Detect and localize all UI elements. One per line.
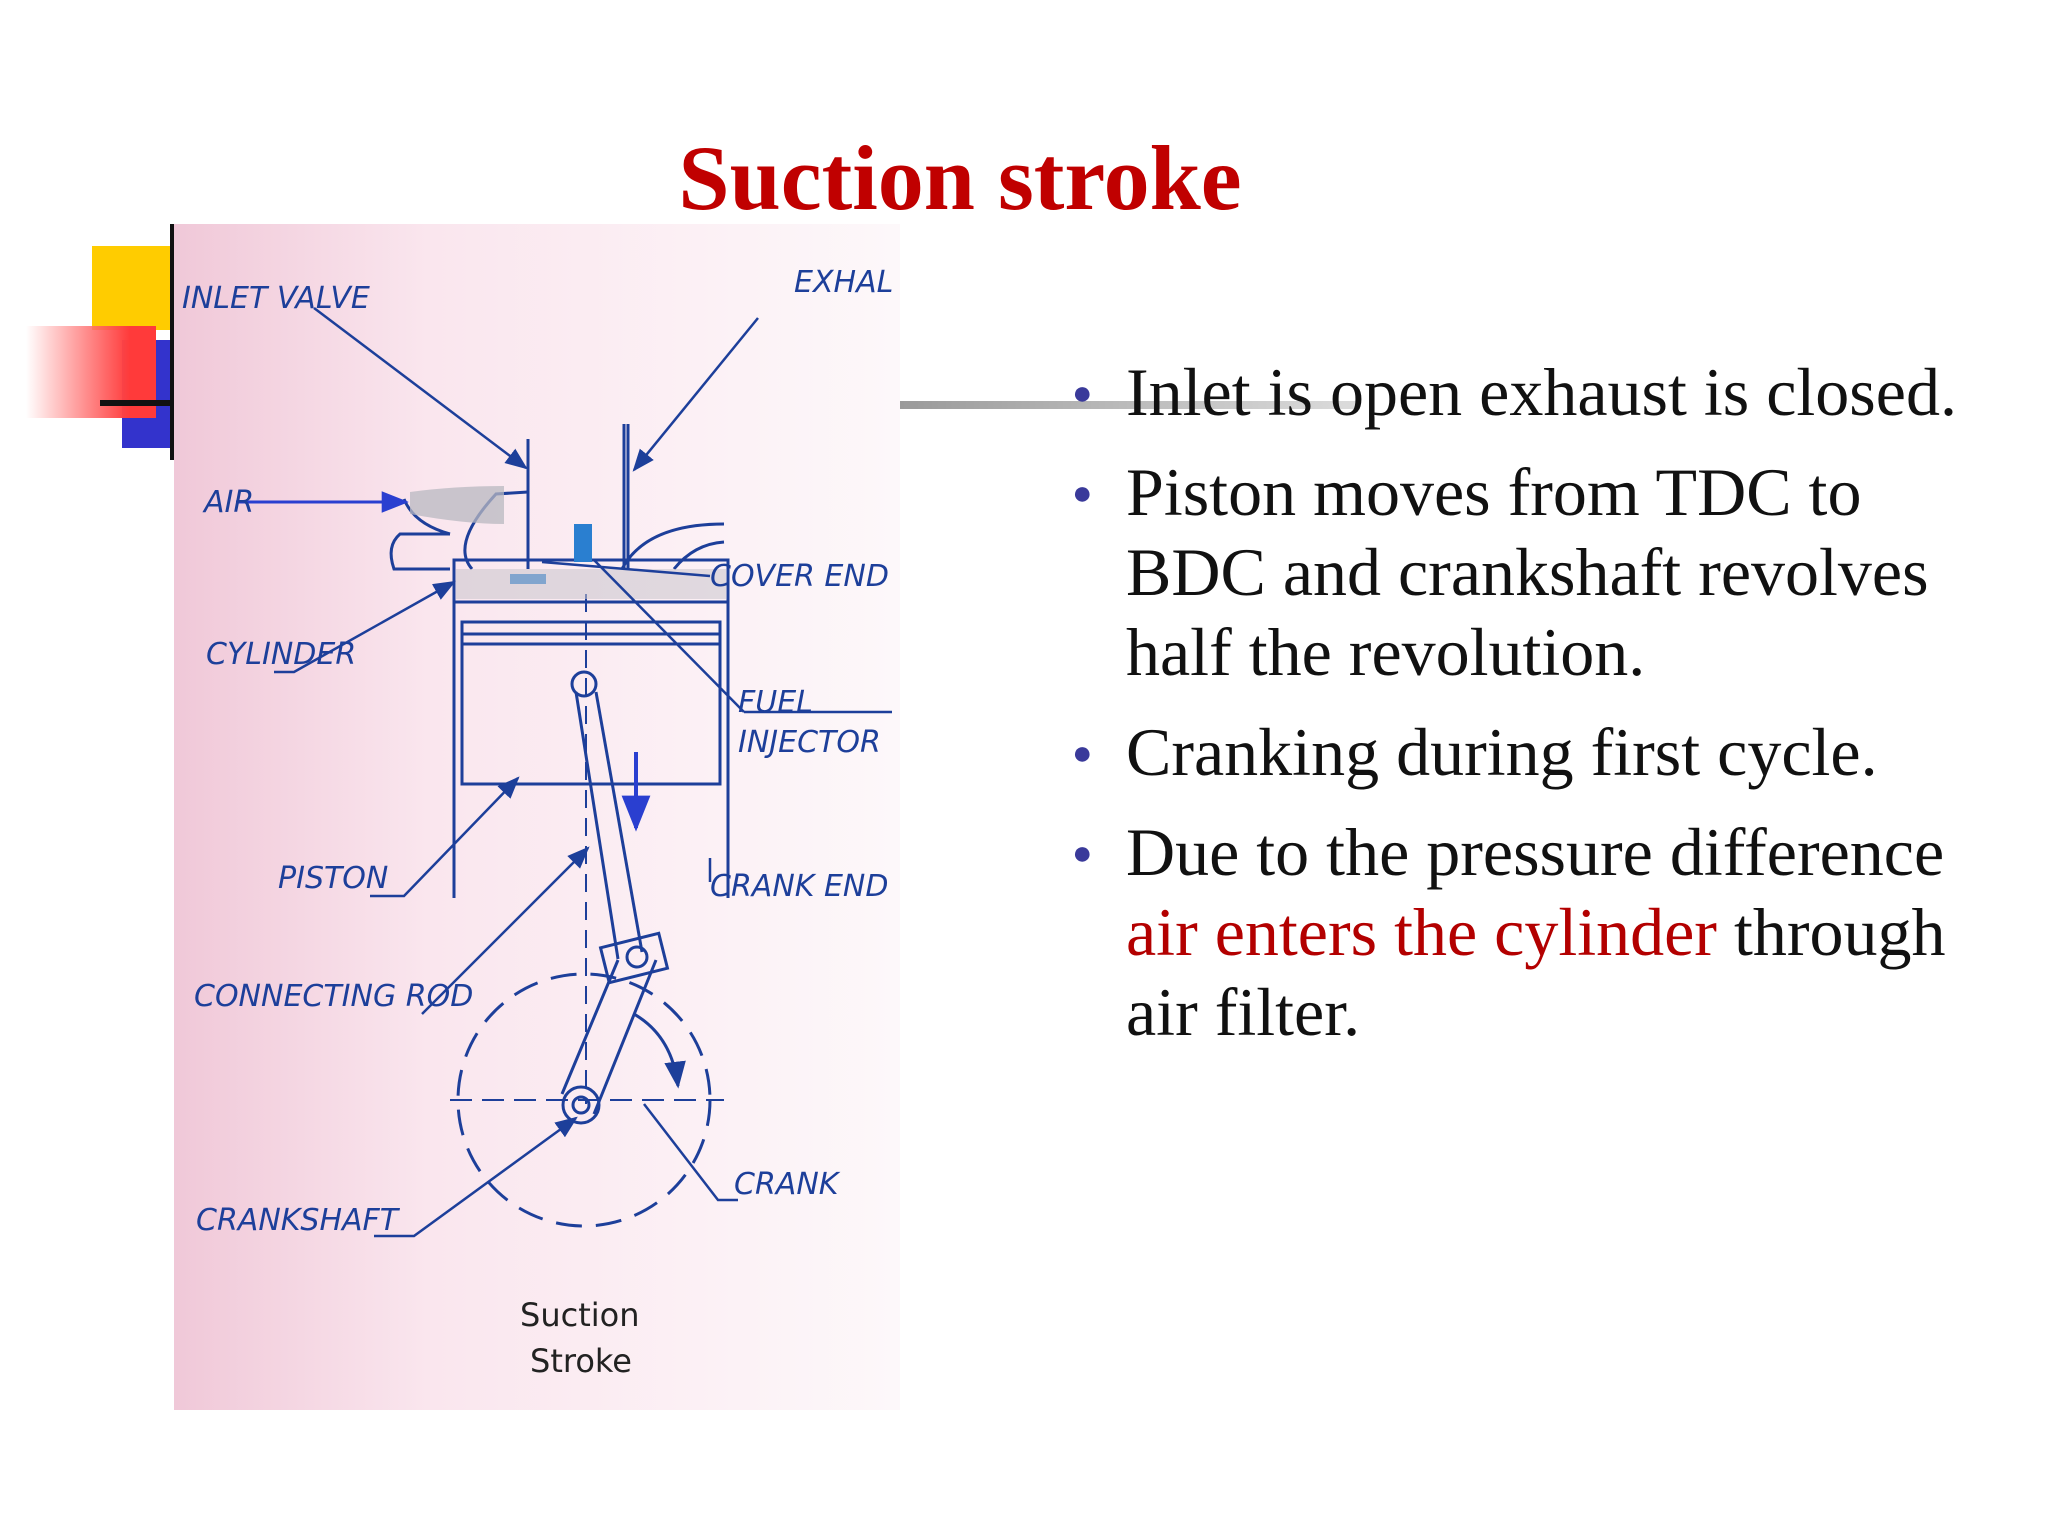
label-cylinder: CYLINDER <box>206 637 356 672</box>
label-injector: INJECTOR <box>738 725 881 760</box>
suction-stroke-diagram: INLET VALVE EXHAL AIR COVER END CYLINDER… <box>174 224 900 1410</box>
label-crankshaft: CRANKSHAFT <box>196 1203 401 1238</box>
bullet-dot-icon: ● <box>1072 735 1093 772</box>
bullet-text-post: through air filter. <box>1126 894 1946 1050</box>
label-air: AIR <box>202 485 254 520</box>
bullet-text-pre: Due to the pressure difference <box>1126 814 1945 890</box>
bullet-text: Piston moves from TDC to BDC and cranksh… <box>1126 454 1929 690</box>
bullet-dot-icon: ● <box>1072 375 1093 412</box>
label-inlet-valve: INLET VALVE <box>182 281 370 316</box>
bullet-dot-icon: ● <box>1072 835 1093 872</box>
bullet-highlight: air enters the cylinder <box>1126 894 1717 970</box>
label-exhaust: EXHAL <box>794 265 893 300</box>
label-connecting-rod: CONNECTING ROD <box>194 979 473 1014</box>
caption-line-1: Suction <box>520 1296 639 1334</box>
deco-black-vline <box>170 224 174 460</box>
deco-yellow-square <box>92 246 170 330</box>
label-fuel: FUEL <box>738 685 813 720</box>
label-piston: PISTON <box>278 861 388 896</box>
slide-title: Suction stroke <box>678 127 1242 229</box>
deco-gray-rule <box>900 401 1360 409</box>
bullet-text: Inlet is open exhaust is closed. <box>1126 354 1957 430</box>
bullet-item: ● Piston moves from TDC to BDC and cranks… <box>1060 452 1960 692</box>
bullet-item: ● Cranking during first cycle. <box>1060 712 1960 792</box>
label-cover-end: COVER END <box>710 559 889 594</box>
deco-black-hline <box>100 400 170 406</box>
label-crank-end: CRANK END <box>710 869 888 904</box>
bullet-list: ● Inlet is open exhaust is closed. ● Pisto… <box>1060 352 1960 1072</box>
caption-line-2: Stroke <box>530 1342 632 1380</box>
bullet-item: ● Due to the pressure difference air ente… <box>1060 812 1960 1052</box>
label-crank: CRANK <box>734 1167 841 1202</box>
bullet-item: ● Inlet is open exhaust is closed. <box>1060 352 1960 432</box>
bullet-text: Cranking during first cycle. <box>1126 714 1878 790</box>
bullet-dot-icon: ● <box>1072 475 1093 512</box>
